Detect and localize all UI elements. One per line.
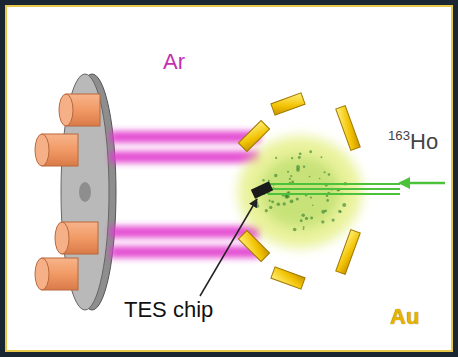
isotope-label: 163Ho	[388, 130, 438, 154]
implant-cloud	[238, 136, 362, 248]
gold-foil	[238, 93, 360, 289]
leader-line	[200, 199, 257, 296]
tes-chip	[251, 181, 273, 199]
detector-label: TES chip	[124, 298, 213, 322]
argon-beam	[110, 131, 260, 258]
frame	[6, 6, 452, 351]
holmium-beam	[268, 177, 445, 194]
ion-gun	[35, 94, 100, 290]
material-label: Au	[390, 305, 419, 329]
gas-label: Ar	[163, 50, 185, 74]
